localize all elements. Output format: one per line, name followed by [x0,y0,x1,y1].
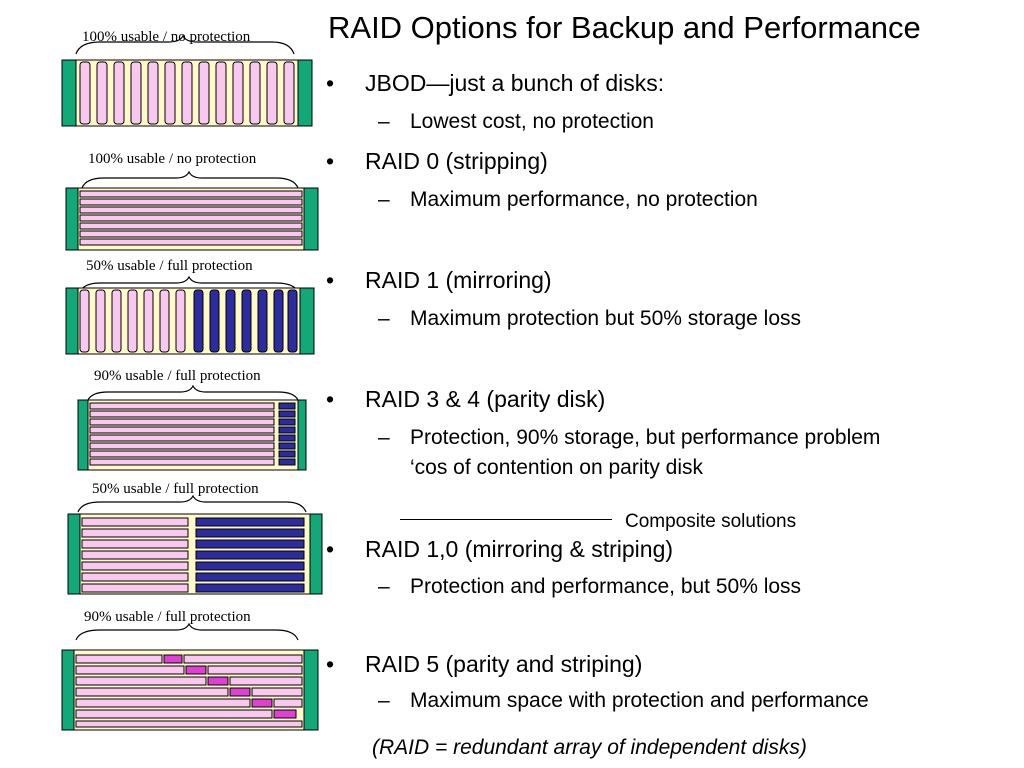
bullet-dot-icon: • [326,267,335,293]
bullet-dot-icon: • [326,148,335,174]
bullet-dot-icon: • [326,70,335,96]
footnote: (RAID = redundant array of independent d… [372,736,807,759]
caption-raid0: 100% usable / no protection [88,151,257,167]
jbod-diagram [61,59,313,127]
dash-icon: – [378,689,390,712]
raid0-diagram [65,187,319,251]
raid5-diagram [61,649,319,731]
dash-icon: – [378,188,390,211]
bullet-dot-icon: • [326,386,335,412]
dash-icon: – [378,426,390,449]
bullet-dot-icon: • [326,651,335,677]
caption-jbod: 100% usable / no protection [82,29,251,45]
caption-raid34: 90% usable / full protection [94,368,261,384]
dash-icon: – [378,307,390,330]
raid34-diagram [77,399,307,471]
caption-braces [75,34,307,641]
dash-icon: – [378,110,390,133]
raid10-diagram [67,513,323,595]
caption-raid1: 50% usable / full protection [86,258,253,274]
caption-raid10: 50% usable / full protection [92,481,259,497]
raid1-diagram [65,287,315,355]
composite-solutions-label: Composite solutions [625,511,797,532]
composite-divider [400,519,612,520]
raid-diagrams [61,34,323,731]
dash-icon: – [378,575,390,598]
caption-raid5: 90% usable / full protection [84,609,251,625]
bullet-dot-icon: • [326,536,335,562]
slide-title: RAID Options for Backup and Performance [328,10,921,45]
